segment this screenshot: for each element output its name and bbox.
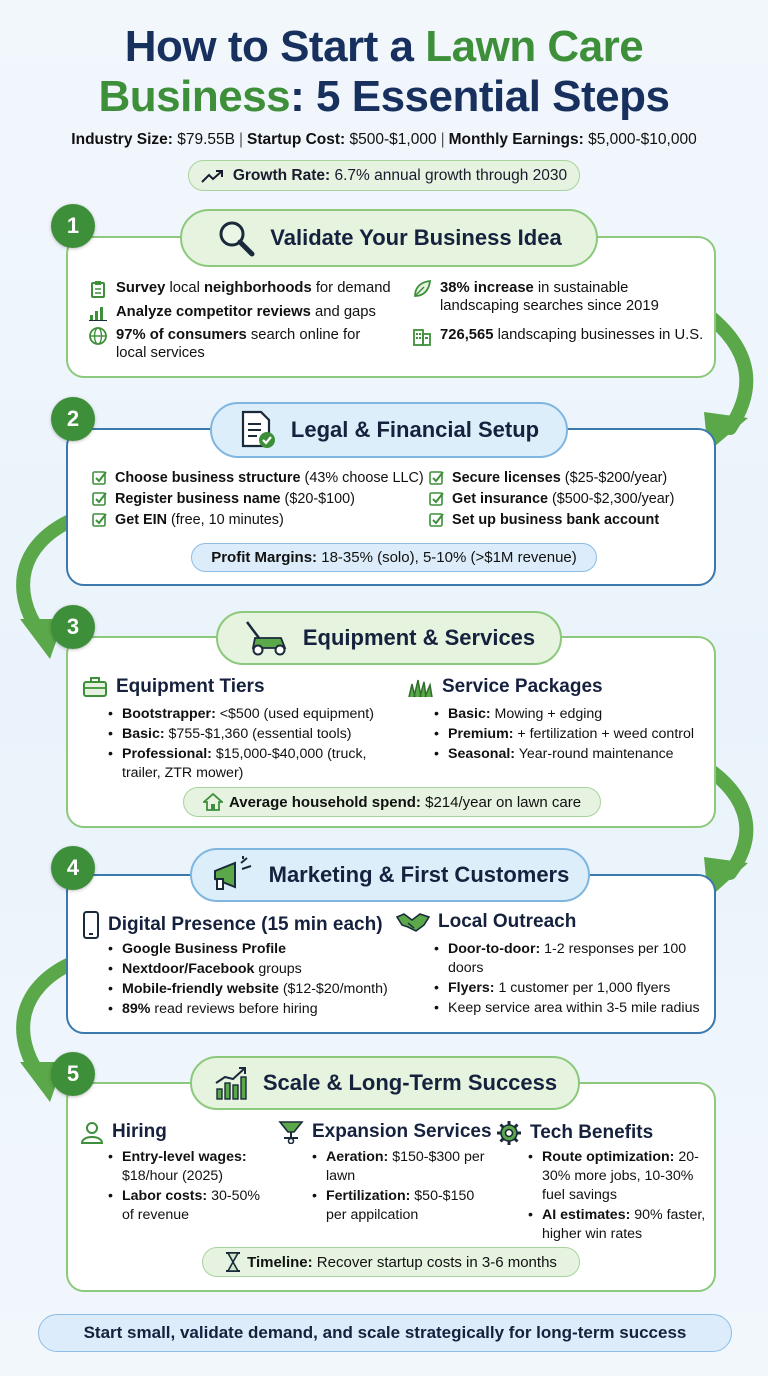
list-item: 38% increase in sustainable landscaping … <box>412 279 672 315</box>
step-number-badge: 2 <box>51 397 95 441</box>
list-item: Labor costs: 30-50% of revenue <box>108 1187 268 1225</box>
step-3-title-pill: Equipment & Services <box>216 611 562 665</box>
expansion-services-list: Aeration: $150-$300 per lawn Fertilizati… <box>312 1148 492 1226</box>
trend-up-icon <box>201 169 223 183</box>
list-item: Survey local neighborhoods for demand <box>88 279 398 299</box>
list-item: Seasonal: Year-round maintenance <box>434 745 714 764</box>
bar-chart-icon <box>88 303 108 323</box>
list-item: Route optimization: 20-30% more jobs, 10… <box>528 1148 712 1205</box>
timeline-note: Timeline: Recover startup costs in 3-6 m… <box>202 1247 580 1277</box>
list-item: Door-to-door: 1-2 responses per 100 door… <box>434 940 710 978</box>
page-title: How to Start a Lawn Care Business: 5 Ess… <box>98 22 670 121</box>
list-item: Aeration: $150-$300 per lawn <box>312 1148 492 1186</box>
gear-icon <box>497 1121 521 1145</box>
list-item: Mobile-friendly website ($12-$20/month) <box>108 980 398 999</box>
list-item: 97% of consumers search online for local… <box>88 326 378 362</box>
stats-line: Industry Size: $79.55B|Startup Cost: $50… <box>71 131 697 148</box>
list-item: Basic: $755-$1,360 (essential tools) <box>108 725 388 744</box>
step-4-title-pill: Marketing & First Customers <box>190 848 590 902</box>
list-item: Google Business Profile <box>108 940 398 959</box>
checkbox-icon <box>92 471 107 485</box>
local-outreach-heading: Local Outreach <box>396 911 576 933</box>
checklist-item: Get insurance ($500-$2,300/year) <box>429 491 674 507</box>
list-item: AI estimates: 90% faster, higher win rat… <box>528 1206 712 1244</box>
hourglass-icon <box>226 1252 241 1272</box>
globe-icon <box>88 326 108 346</box>
footer-banner: Start small, validate demand, and scale … <box>38 1314 732 1352</box>
handshake-icon <box>396 913 430 932</box>
list-item: 89% read reviews before hiring <box>108 1000 398 1019</box>
megaphone-icon <box>213 856 251 890</box>
checklist-item: Get EIN (free, 10 minutes) <box>92 512 284 528</box>
list-item: 726,565 landscaping businesses in U.S. <box>412 326 712 346</box>
list-item: Professional: $15,000-$40,000 (truck, tr… <box>108 745 388 783</box>
checklist-item: Choose business structure (43% choose LL… <box>92 470 424 486</box>
checkbox-icon <box>429 513 444 527</box>
lawn-mower-icon <box>245 621 287 656</box>
document-check-icon <box>241 410 275 448</box>
building-icon <box>412 326 432 346</box>
household-spend-note: Average household spend: $214/year on la… <box>183 787 601 817</box>
house-icon <box>202 793 223 811</box>
list-item: Nextdoor/Facebook groups <box>108 960 398 979</box>
checklist-item: Set up business bank account <box>429 512 659 528</box>
leaf-icon <box>412 279 432 299</box>
list-item: Entry-level wages: $18/hour (2025) <box>108 1148 268 1186</box>
equipment-tiers-heading: Equipment Tiers <box>82 676 265 698</box>
tech-benefits-list: Route optimization: 20-30% more jobs, 10… <box>528 1148 712 1245</box>
step-2-title-pill: Legal & Financial Setup <box>210 402 568 458</box>
service-packages-list: Basic: Mowing + edging Premium: + fertil… <box>434 705 714 765</box>
list-item: Basic: Mowing + edging <box>434 705 714 724</box>
checkbox-icon <box>92 513 107 527</box>
growth-rate-badge: Growth Rate: 6.7% annual growth through … <box>188 160 580 191</box>
checklist-item: Secure licenses ($25-$200/year) <box>429 470 667 486</box>
list-item: Flyers: 1 customer per 1,000 flyers <box>434 979 710 998</box>
list-item: Premium: + fertilization + weed control <box>434 725 714 744</box>
step-1-title-pill: Validate Your Business Idea <box>180 209 598 267</box>
step-number-badge: 3 <box>51 605 95 649</box>
list-item: Keep service area within 3-5 mile radius <box>434 999 710 1018</box>
local-outreach-list: Door-to-door: 1-2 responses per 100 door… <box>434 940 710 1019</box>
spreader-icon <box>278 1121 304 1144</box>
digital-presence-heading: Digital Presence (15 min each) <box>82 911 383 939</box>
list-item: Fertilization: $50-$150 per appilcation <box>312 1187 492 1225</box>
checkbox-icon <box>429 471 444 485</box>
checkbox-icon <box>429 492 444 506</box>
growth-chart-icon <box>215 1067 247 1100</box>
step-number-badge: 4 <box>51 846 95 890</box>
service-packages-heading: Service Packages <box>408 676 603 698</box>
step-5-title-pill: Scale & Long-Term Success <box>190 1056 580 1110</box>
checklist-item: Register business name ($20-$100) <box>92 491 355 507</box>
grass-icon <box>408 679 433 698</box>
list-item: Bootstrapper: <$500 (used equipment) <box>108 705 388 724</box>
checkbox-icon <box>92 492 107 506</box>
person-icon <box>80 1122 104 1144</box>
tech-benefits-heading: Tech Benefits <box>496 1120 653 1146</box>
step-number-badge: 1 <box>51 204 95 248</box>
list-item: Analyze competitor reviews and gaps <box>88 303 398 323</box>
step-number-badge: 5 <box>51 1052 95 1096</box>
toolbox-icon <box>83 677 107 697</box>
hiring-heading: Hiring <box>80 1120 167 1144</box>
smartphone-icon <box>83 911 99 939</box>
profit-margins-note: Profit Margins: 18-35% (solo), 5-10% (>$… <box>191 543 597 572</box>
digital-presence-list: Google Business Profile Nextdoor/Faceboo… <box>108 940 398 1020</box>
expansion-services-heading: Expansion Services <box>278 1120 492 1144</box>
magnifier-icon <box>219 221 255 257</box>
clipboard-icon <box>88 279 108 299</box>
equipment-tiers-list: Bootstrapper: <$500 (used equipment) Bas… <box>108 705 388 784</box>
hiring-list: Entry-level wages: $18/hour (2025) Labor… <box>108 1148 268 1226</box>
